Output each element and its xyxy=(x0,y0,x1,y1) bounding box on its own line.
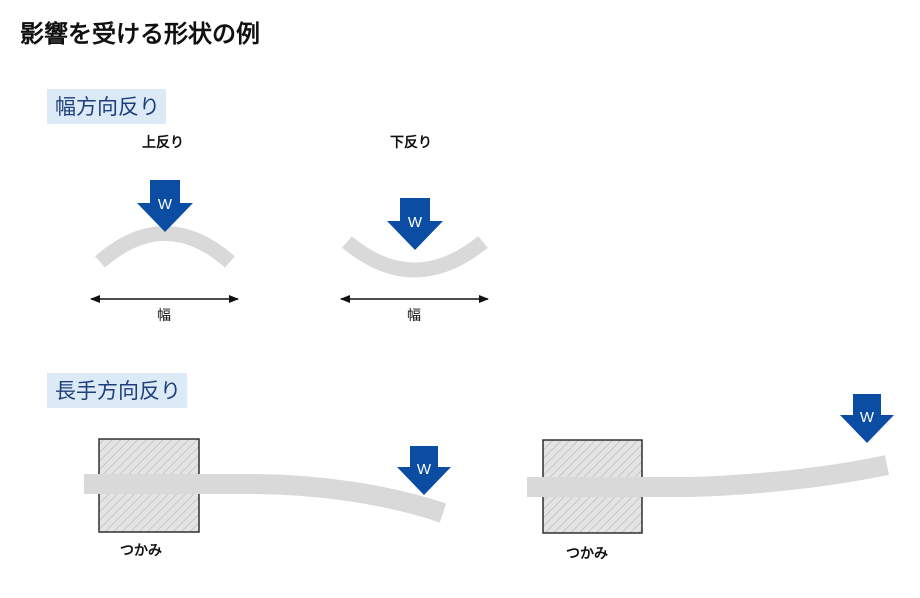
width-dimension-label-1: 幅 xyxy=(157,308,171,324)
warped-strip-down xyxy=(342,236,488,278)
page-title: 影響を受ける形状の例 xyxy=(20,20,260,48)
grip-label-2: つかみ xyxy=(566,546,608,562)
section-heading-length-warp: 長手方向反り xyxy=(47,373,187,408)
load-symbol-3: W xyxy=(417,461,432,478)
load-arrow-1 xyxy=(137,180,193,232)
load-arrow-4 xyxy=(840,394,894,443)
long-strip-down xyxy=(84,474,447,523)
load-arrow-3 xyxy=(397,446,451,495)
case-label-upward-warp: 上反り xyxy=(142,135,184,151)
case-label-downward-warp: 下反り xyxy=(390,135,432,151)
load-symbol-2: W xyxy=(408,214,423,231)
load-symbol-1: W xyxy=(158,196,173,213)
width-dimension-label-2: 幅 xyxy=(407,308,421,324)
long-strip-up xyxy=(527,455,890,497)
grip-label-1: つかみ xyxy=(120,543,162,559)
load-symbol-4: W xyxy=(860,409,875,426)
warped-strip-up xyxy=(95,226,235,268)
load-arrow-2 xyxy=(387,198,443,250)
section-heading-width-warp: 幅方向反り xyxy=(47,89,166,124)
